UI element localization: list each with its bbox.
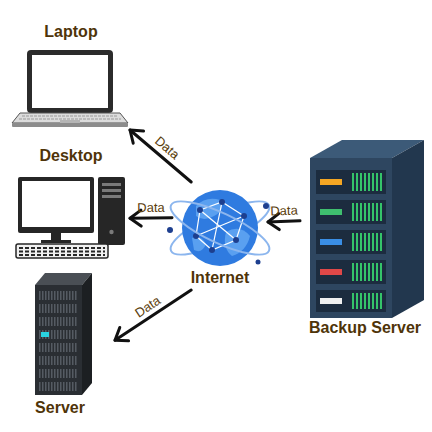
edge-label: Data: [270, 204, 298, 219]
globe-icon-part: [167, 227, 173, 233]
backup-server-icon-part: [350, 293, 382, 309]
data-arrow: [115, 290, 191, 340]
laptop-icon-part: [60, 120, 80, 123]
desktop-icon-part: [102, 183, 121, 186]
desktop-icon-part: [41, 240, 71, 243]
node-label: Backup Server: [309, 319, 421, 337]
laptop-icon-part: [22, 116, 118, 117]
node-label: Desktop: [39, 147, 102, 165]
desktop-icon-part: [98, 177, 125, 245]
globe-icon-part: [196, 202, 244, 250]
globe-icon-part-part: [200, 210, 236, 240]
desktop-icon-part: [19, 247, 105, 249]
server-icon-part: [35, 285, 82, 395]
node-label: Server: [35, 399, 85, 417]
edge-label: Data: [152, 134, 182, 162]
globe-icon-part: [225, 229, 250, 256]
edge-label: Data: [132, 293, 163, 320]
backup-server-icon-part: [320, 239, 342, 245]
globe-icon-part: [182, 190, 258, 266]
server-icon-part: [82, 273, 92, 395]
laptop-icon-part: [12, 113, 128, 123]
desktop-icon-part: [102, 189, 121, 192]
globe-icon-part-part: [209, 247, 215, 253]
laptop-icon: [12, 50, 128, 127]
backup-server-icon: [310, 140, 424, 318]
backup-server-icon-part: [320, 179, 342, 185]
backup-server-icon-part: [350, 173, 382, 191]
server-icon-part: [39, 291, 78, 300]
backup-server-icon-part: [320, 269, 342, 275]
globe-icon-part-part: [196, 202, 244, 250]
backup-server-icon-part: [350, 203, 382, 221]
desktop-icon-part: [109, 230, 113, 234]
server-icon-part: [39, 343, 78, 352]
server-icon: [35, 273, 92, 395]
backup-server-icon-part: [316, 170, 386, 194]
laptop-node: Laptop: [12, 20, 130, 130]
desktop-icon-part: [19, 251, 105, 253]
backup-server-icon-part: [310, 158, 392, 318]
backup-server-icon-part: [316, 230, 386, 254]
globe-icon-part: [256, 260, 261, 265]
laptop-icon-part: [32, 55, 108, 108]
desktop-icon: [16, 177, 125, 258]
data-arrow: [268, 221, 300, 222]
laptop-icon-part: [19, 119, 121, 120]
desktop-icon-part: [16, 244, 108, 258]
globe-icon-part-part: [197, 207, 203, 213]
desktop-node: Desktop: [12, 144, 130, 260]
desktop-icon-part: [19, 254, 105, 256]
server-icon-part: [41, 332, 49, 337]
server-icon-part: [39, 330, 78, 339]
backup-server-icon-part: [316, 200, 386, 224]
globe-icon-part: [196, 199, 222, 219]
node-label: Laptop: [44, 23, 97, 41]
server-icon-part: [39, 369, 78, 378]
server-node: Server: [5, 275, 115, 420]
node-label: Internet: [191, 269, 250, 287]
server-icon-part: [39, 382, 78, 391]
globe-icon-part-part: [233, 237, 239, 243]
backup-server-icon-part: [392, 140, 424, 318]
server-icon-part: [39, 304, 78, 313]
desktop-icon-part: [51, 233, 61, 241]
backup-server-icon-part: [350, 263, 382, 281]
backup-server-icon-part: [316, 260, 386, 284]
server-icon-part: [35, 273, 92, 285]
globe-icon-part-part: [219, 199, 225, 205]
globe-icon-part: [263, 203, 269, 209]
laptop-icon-part: [12, 123, 128, 127]
data-arrow: [130, 130, 191, 182]
backup-server-icon-part: [350, 233, 382, 251]
globe-icon: [165, 190, 276, 266]
server-icon-part: [39, 317, 78, 326]
globe-icon-part-part: [241, 213, 247, 219]
backup-server-icon-part: [320, 209, 342, 215]
server-icon-part: [39, 356, 78, 365]
laptop-icon-part: [27, 50, 113, 113]
backup-server-icon-part: [316, 290, 386, 312]
backup-server-node: Backup Server: [300, 138, 430, 340]
backup-server-icon-part: [320, 298, 342, 304]
data-arrow: [130, 216, 172, 220]
desktop-icon-part: [18, 177, 94, 233]
edge-label: Data: [137, 201, 165, 215]
internet-node: Internet: [172, 182, 268, 290]
desktop-icon-part: [102, 195, 121, 198]
globe-icon-part: [165, 192, 276, 265]
desktop-icon-part: [22, 181, 90, 227]
